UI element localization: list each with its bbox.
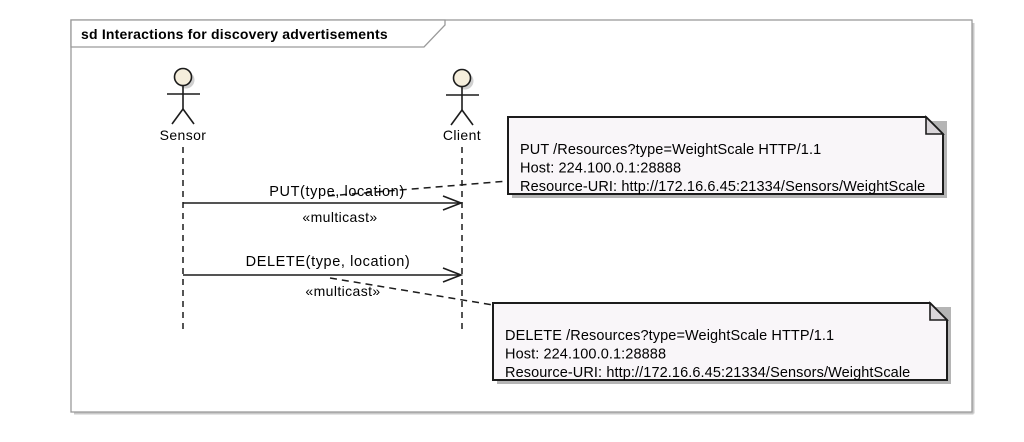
- message-delete: DELETE(type, location) «multicast»: [183, 254, 494, 306]
- note-delete-fold-icon: [929, 301, 949, 321]
- actor-client-label: Client: [443, 127, 481, 143]
- actor-sensor-head: [173, 67, 193, 87]
- actor-client: Client: [443, 68, 481, 334]
- note-delete-body: [492, 302, 948, 381]
- note-delete: DELETE /Resources?type=WeightScale HTTP/…: [492, 301, 951, 384]
- actor-client-leg-right: [461, 109, 474, 126]
- note-delete-line-1: DELETE /Resources?type=WeightScale HTTP/…: [505, 328, 834, 344]
- note-delete-line-3: Resource-URI: http://172.16.6.45:21334/S…: [505, 365, 910, 381]
- message-put-label: PUT(type, location): [269, 184, 405, 200]
- frame-title-tab: [70, 19, 446, 48]
- actor-sensor-leg-left: [171, 108, 184, 125]
- actor-sensor-leg-right: [182, 108, 195, 125]
- message-put-arrowhead-icon: [442, 195, 464, 211]
- note-put: PUT /Resources?type=WeightScale HTTP/1.1…: [507, 115, 947, 198]
- actor-sensor-icon: [167, 67, 200, 125]
- note-delete-anchor-line: [329, 277, 494, 306]
- note-put-line-1: PUT /Resources?type=WeightScale HTTP/1.1: [520, 142, 821, 158]
- note-put-anchor-line: [327, 180, 509, 197]
- note-delete-line-2: Host: 224.100.0.1:28888: [505, 347, 666, 363]
- note-put-line-2: Host: 224.100.0.1:28888: [520, 161, 681, 177]
- actor-client-head: [452, 68, 472, 88]
- message-put: PUT(type, location) «multicast»: [183, 180, 509, 225]
- actor-client-leg-left: [450, 109, 463, 126]
- diagram-title: sd Interactions for discovery advertisem…: [81, 26, 388, 42]
- note-put-fold-icon: [925, 115, 945, 135]
- actor-sensor-label: Sensor: [160, 127, 207, 143]
- message-delete-stereotype: «multicast»: [305, 283, 380, 299]
- message-put-stereotype: «multicast»: [302, 209, 377, 225]
- message-delete-label: DELETE(type, location): [246, 254, 411, 270]
- actor-client-icon: [446, 68, 479, 126]
- actor-sensor: Sensor: [160, 67, 207, 334]
- message-delete-arrowhead-icon: [442, 267, 464, 283]
- note-put-line-3: Resource-URI: http://172.16.6.45:21334/S…: [520, 179, 925, 195]
